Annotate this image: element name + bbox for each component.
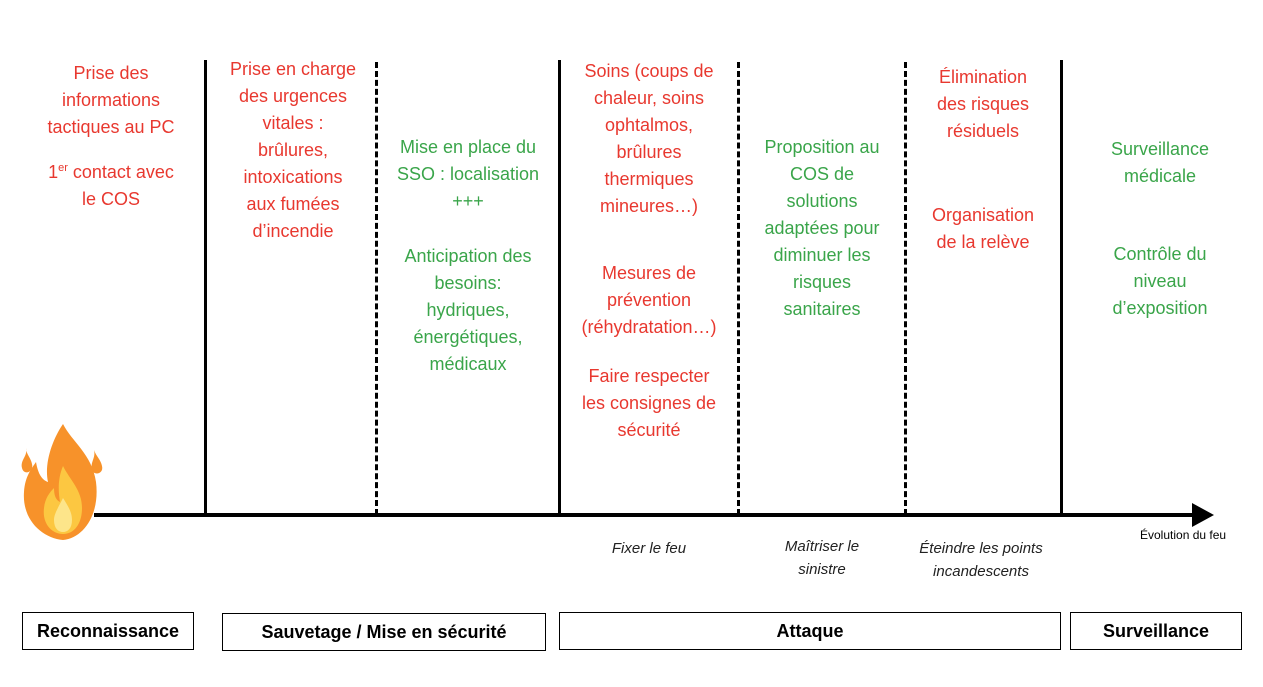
- soins-line-4: brûlures: [616, 142, 682, 162]
- phase-fixer-text: Fixer le feu: [611, 540, 687, 557]
- anticipation-line-5: médicaux: [429, 354, 507, 374]
- elimination-line-2: des risques: [936, 94, 1030, 114]
- soins-line-5: thermiques: [604, 169, 694, 189]
- urgences-line-5: intoxications: [243, 167, 343, 187]
- fire-icon: [21, 424, 103, 540]
- separator-solid-2: [558, 60, 561, 515]
- sso-line-3: +++: [452, 191, 484, 211]
- elimination-line-1: Élimination: [938, 67, 1028, 87]
- col-surveillance: Surveillance médicale Contrôle du niveau…: [1066, 136, 1254, 322]
- phase-fixer: Fixer le feu: [562, 537, 736, 560]
- separator-solid-1: [204, 60, 207, 515]
- sso-line-1: Mise en place du: [399, 137, 537, 157]
- stage-reconnaissance: Reconnaissance: [22, 612, 194, 650]
- consignes-line-3: sécurité: [617, 420, 681, 440]
- urgences-line-7: d’incendie: [252, 221, 334, 241]
- prevention-line-1: Mesures de: [601, 263, 697, 283]
- soins-line-6: mineures…): [599, 196, 699, 216]
- col-sso: Mise en place du SSO : localisation +++ …: [380, 134, 556, 378]
- anticipation-line-3: hydriques,: [426, 300, 510, 320]
- contact-line-1: 1er contact avec: [48, 162, 174, 182]
- separator-dashed-3: [904, 62, 907, 515]
- proposition-line-1: Proposition au: [764, 137, 880, 157]
- col-reconnaissance: Prise des informations tactiques au PC 1…: [22, 60, 200, 213]
- col-soins: Soins (coups de chaleur, soins ophtalmos…: [562, 58, 736, 444]
- col-proposition: Proposition au COS de solutions adaptées…: [742, 134, 902, 323]
- controle-line-2: niveau: [1133, 271, 1187, 291]
- urgences-line-2: des urgences: [238, 86, 348, 106]
- contact-line-2: le COS: [81, 189, 141, 209]
- axis-arrow-icon: [1192, 503, 1214, 527]
- info-line-2: informations: [61, 90, 161, 110]
- prevention-line-2: prévention: [606, 290, 692, 310]
- separator-solid-3: [1060, 60, 1063, 515]
- controle-line-3: d’exposition: [1112, 298, 1208, 318]
- col-elimination: Élimination des risques résiduels Organi…: [908, 64, 1058, 256]
- consignes-line-1: Faire respecter: [588, 366, 710, 386]
- separator-dashed-1: [375, 62, 378, 515]
- proposition-line-4: adaptées pour: [764, 218, 880, 238]
- consignes-line-2: les consignes de: [581, 393, 717, 413]
- anticipation-line-4: énergétiques,: [413, 327, 523, 347]
- urgences-line-4: brûlures,: [257, 140, 329, 160]
- soins-line-3: ophtalmos,: [604, 115, 694, 135]
- sso-line-2: SSO : localisation: [396, 164, 540, 184]
- soins-line-1: Soins (coups de: [584, 61, 714, 81]
- stage-sauvetage: Sauvetage / Mise en sécurité: [222, 613, 546, 651]
- phase-eteindre-line-2: incandescents: [933, 563, 1029, 580]
- urgences-line-6: aux fumées: [246, 194, 340, 214]
- releve-line-1: Organisation: [931, 205, 1035, 225]
- surveillance-line-1: Surveillance: [1110, 139, 1210, 159]
- phase-maitriser: Maîtriser le sinistre: [742, 535, 902, 581]
- phase-maitriser-line-1: Maîtriser le: [784, 538, 860, 555]
- proposition-line-7: sanitaires: [783, 299, 861, 319]
- anticipation-line-1: Anticipation des: [404, 246, 532, 266]
- stage-attaque: Attaque: [559, 612, 1061, 650]
- controle-line-1: Contrôle du: [1113, 244, 1207, 264]
- phase-eteindre: Éteindre les points incandescents: [896, 537, 1066, 583]
- prevention-line-3: (réhydratation…): [581, 317, 717, 337]
- proposition-line-5: diminuer les: [773, 245, 871, 265]
- info-line-3: tactiques au PC: [47, 117, 175, 137]
- releve-line-2: de la relève: [936, 232, 1030, 252]
- separator-dashed-2: [737, 62, 740, 515]
- phase-maitriser-line-2: sinistre: [798, 561, 846, 578]
- urgences-line-3: vitales :: [262, 113, 324, 133]
- anticipation-line-2: besoins:: [434, 273, 502, 293]
- info-line-1: Prise des: [73, 63, 149, 83]
- timeline-axis: [94, 513, 1194, 517]
- phase-eteindre-line-1: Éteindre les points: [919, 540, 1043, 557]
- surveillance-line-2: médicale: [1123, 166, 1197, 186]
- axis-label: Évolution du feu: [1140, 528, 1227, 542]
- proposition-line-2: COS de: [789, 164, 855, 184]
- col-urgences: Prise en charge des urgences vitales : b…: [208, 56, 378, 245]
- elimination-line-3: résiduels: [946, 121, 1020, 141]
- proposition-line-3: solutions: [786, 191, 858, 211]
- stage-surveillance: Surveillance: [1070, 612, 1242, 650]
- urgences-line-1: Prise en charge: [229, 59, 357, 79]
- soins-line-2: chaleur, soins: [593, 88, 705, 108]
- proposition-line-6: risques: [792, 272, 852, 292]
